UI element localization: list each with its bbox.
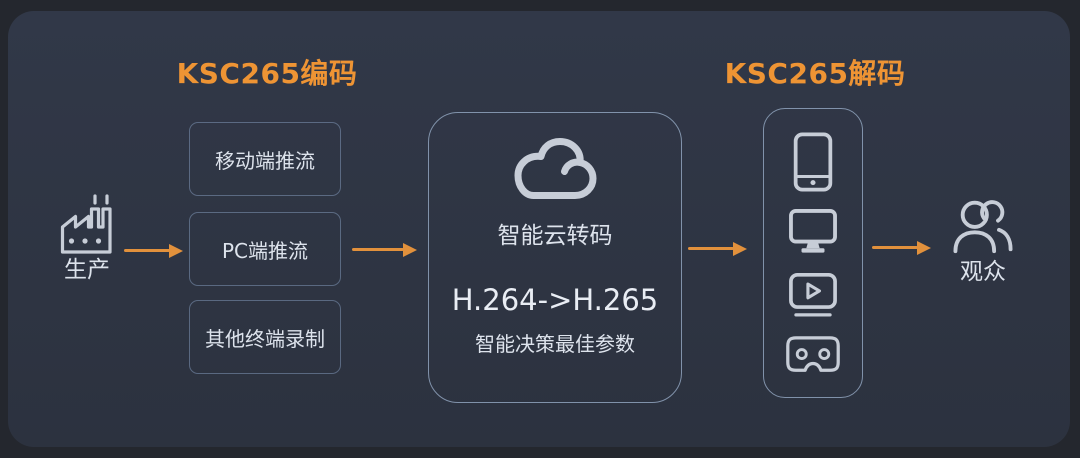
vr-headset-icon — [786, 336, 840, 372]
decode-section-title: KSC265解码 — [724, 57, 906, 90]
phone-icon — [793, 132, 833, 192]
encode-section-title: KSC265编码 — [176, 57, 358, 90]
audience-node — [950, 195, 1016, 255]
factory-icon — [60, 194, 112, 254]
production-node — [58, 193, 114, 255]
flow-arrow-encode-to-cloud — [352, 248, 404, 251]
monitor-icon — [789, 209, 837, 253]
transcode-conversion: H.264->H.265 — [451, 283, 659, 317]
cloud-icon — [514, 138, 597, 199]
flow-arrow-source-to-encode — [124, 249, 170, 252]
encode-input-label: PC端推流 — [221, 238, 309, 263]
cloud-transcode-panel: 智能云转码 H.264->H.265 智能决策最佳参数 — [428, 112, 682, 403]
encode-input-mobile-push: 移动端推流 — [189, 122, 341, 196]
encode-input-pc-push: PC端推流 — [189, 212, 341, 286]
diagram-panel — [8, 11, 1070, 447]
encode-input-label: 移动端推流 — [215, 148, 315, 173]
encode-input-other-record: 其他终端录制 — [189, 300, 341, 374]
transcode-subtitle: 智能决策最佳参数 — [475, 332, 635, 356]
decode-device-panel — [763, 108, 863, 398]
flow-arrow-cloud-to-decode — [688, 247, 734, 250]
production-label: 生产 — [64, 257, 110, 283]
transcode-title: 智能云转码 — [497, 223, 613, 249]
flow-arrow-decode-to-audience — [872, 246, 918, 249]
video-player-icon — [789, 272, 837, 317]
audience-label: 观众 — [960, 259, 1006, 285]
audience-icon — [953, 200, 1013, 254]
encode-input-label: 其他终端录制 — [205, 326, 325, 351]
